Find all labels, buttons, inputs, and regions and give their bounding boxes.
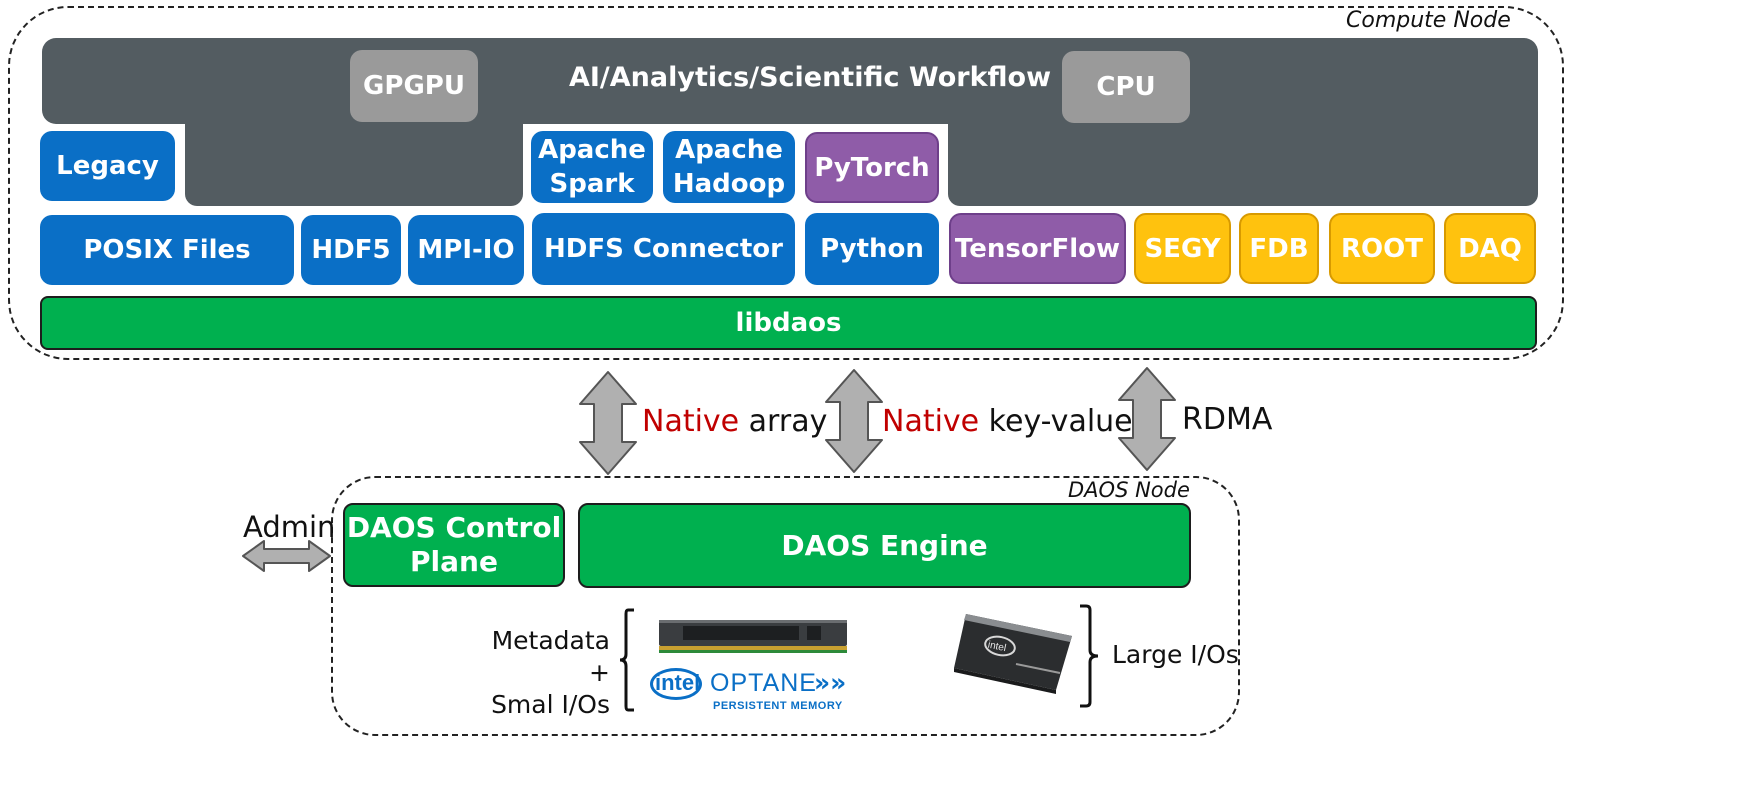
left-brace-icon — [619, 608, 634, 712]
apache-spark-box: Apache Spark — [531, 131, 653, 203]
posix-files-box: POSIX Files — [40, 215, 294, 285]
daos-engine-box: DAOS Engine — [578, 503, 1191, 588]
apache-spark-line2: Spark — [549, 169, 635, 199]
daos-node-boundary — [331, 476, 1240, 736]
daq-box: DAQ — [1444, 213, 1536, 284]
compute-node-label: Compute Node — [1346, 8, 1511, 33]
rdma-arrow — [1118, 367, 1176, 471]
optane-memory-module-icon — [659, 620, 847, 653]
native-array-native-text: Native — [642, 404, 740, 439]
persistent-memory-text: PERSISTENT MEMORY — [713, 700, 843, 712]
apache-hadoop-box: Apache Hadoop — [663, 131, 795, 203]
metadata-line2: Smal I/Os — [491, 690, 610, 719]
large-ios-label: Large I/Os — [1112, 640, 1239, 669]
workflow-band-right-lobe — [948, 100, 1538, 206]
native-array-label: Native array — [642, 404, 827, 439]
native-array-text: array — [739, 404, 828, 439]
daos-node-label: DAOS Node — [1068, 478, 1190, 502]
intel-logo-text: intel — [655, 670, 701, 695]
ssd-intel-logo-text: intel — [987, 640, 1007, 655]
intel-logo-ring — [650, 668, 702, 700]
native-key-value-label: Native key-value — [882, 404, 1133, 439]
apache-spark-line1: Apache — [538, 135, 646, 165]
native-key-value-native-text: Native — [882, 404, 980, 439]
metadata-line1: Metadata + — [491, 626, 610, 687]
compute-node-boundary — [8, 6, 1564, 360]
native-key-value-text: key-value — [979, 404, 1133, 439]
apache-hadoop-line2: Hadoop — [672, 169, 786, 199]
control-plane-line2: Plane — [410, 545, 498, 578]
admin-label: Admin — [243, 510, 336, 544]
apache-hadoop-line1: Apache — [675, 135, 783, 165]
fdb-box: FDB — [1239, 213, 1319, 284]
intel-optane-logo: intel OPTANE »» PERSISTENT MEMORY — [650, 666, 850, 714]
libdaos-bar: libdaos — [40, 296, 1537, 350]
pytorch-box: PyTorch — [805, 132, 939, 203]
control-plane-line1: DAOS Control — [346, 511, 562, 544]
admin-arrow — [242, 540, 331, 572]
hdfs-connector-box: HDFS Connector — [532, 213, 795, 285]
right-brace-icon — [1080, 604, 1099, 708]
tensorflow-box: TensorFlow — [949, 213, 1126, 284]
cpu-box: CPU — [1062, 51, 1190, 123]
native-array-arrow — [579, 371, 637, 475]
optane-text: OPTANE — [710, 669, 817, 697]
metadata-label: Metadata + Smal I/Os — [470, 625, 610, 721]
mpi-io-box: MPI-IO — [408, 215, 524, 285]
workflow-title: AI/Analytics/Scientific Workflow — [568, 62, 1052, 93]
segy-box: SEGY — [1134, 213, 1231, 284]
native-key-value-arrow — [825, 369, 883, 473]
daos-control-plane-box: DAOS Control Plane — [343, 503, 565, 587]
legacy-box: Legacy — [40, 131, 175, 201]
root-box: ROOT — [1329, 213, 1435, 284]
optane-chevrons-icon: »» — [814, 668, 847, 697]
python-box: Python — [805, 213, 939, 285]
gpgpu-box: GPGPU — [350, 50, 478, 122]
hdf5-box: HDF5 — [301, 215, 401, 285]
intel-ssd-icon: intel — [954, 614, 1072, 694]
rdma-label: RDMA — [1182, 402, 1273, 437]
